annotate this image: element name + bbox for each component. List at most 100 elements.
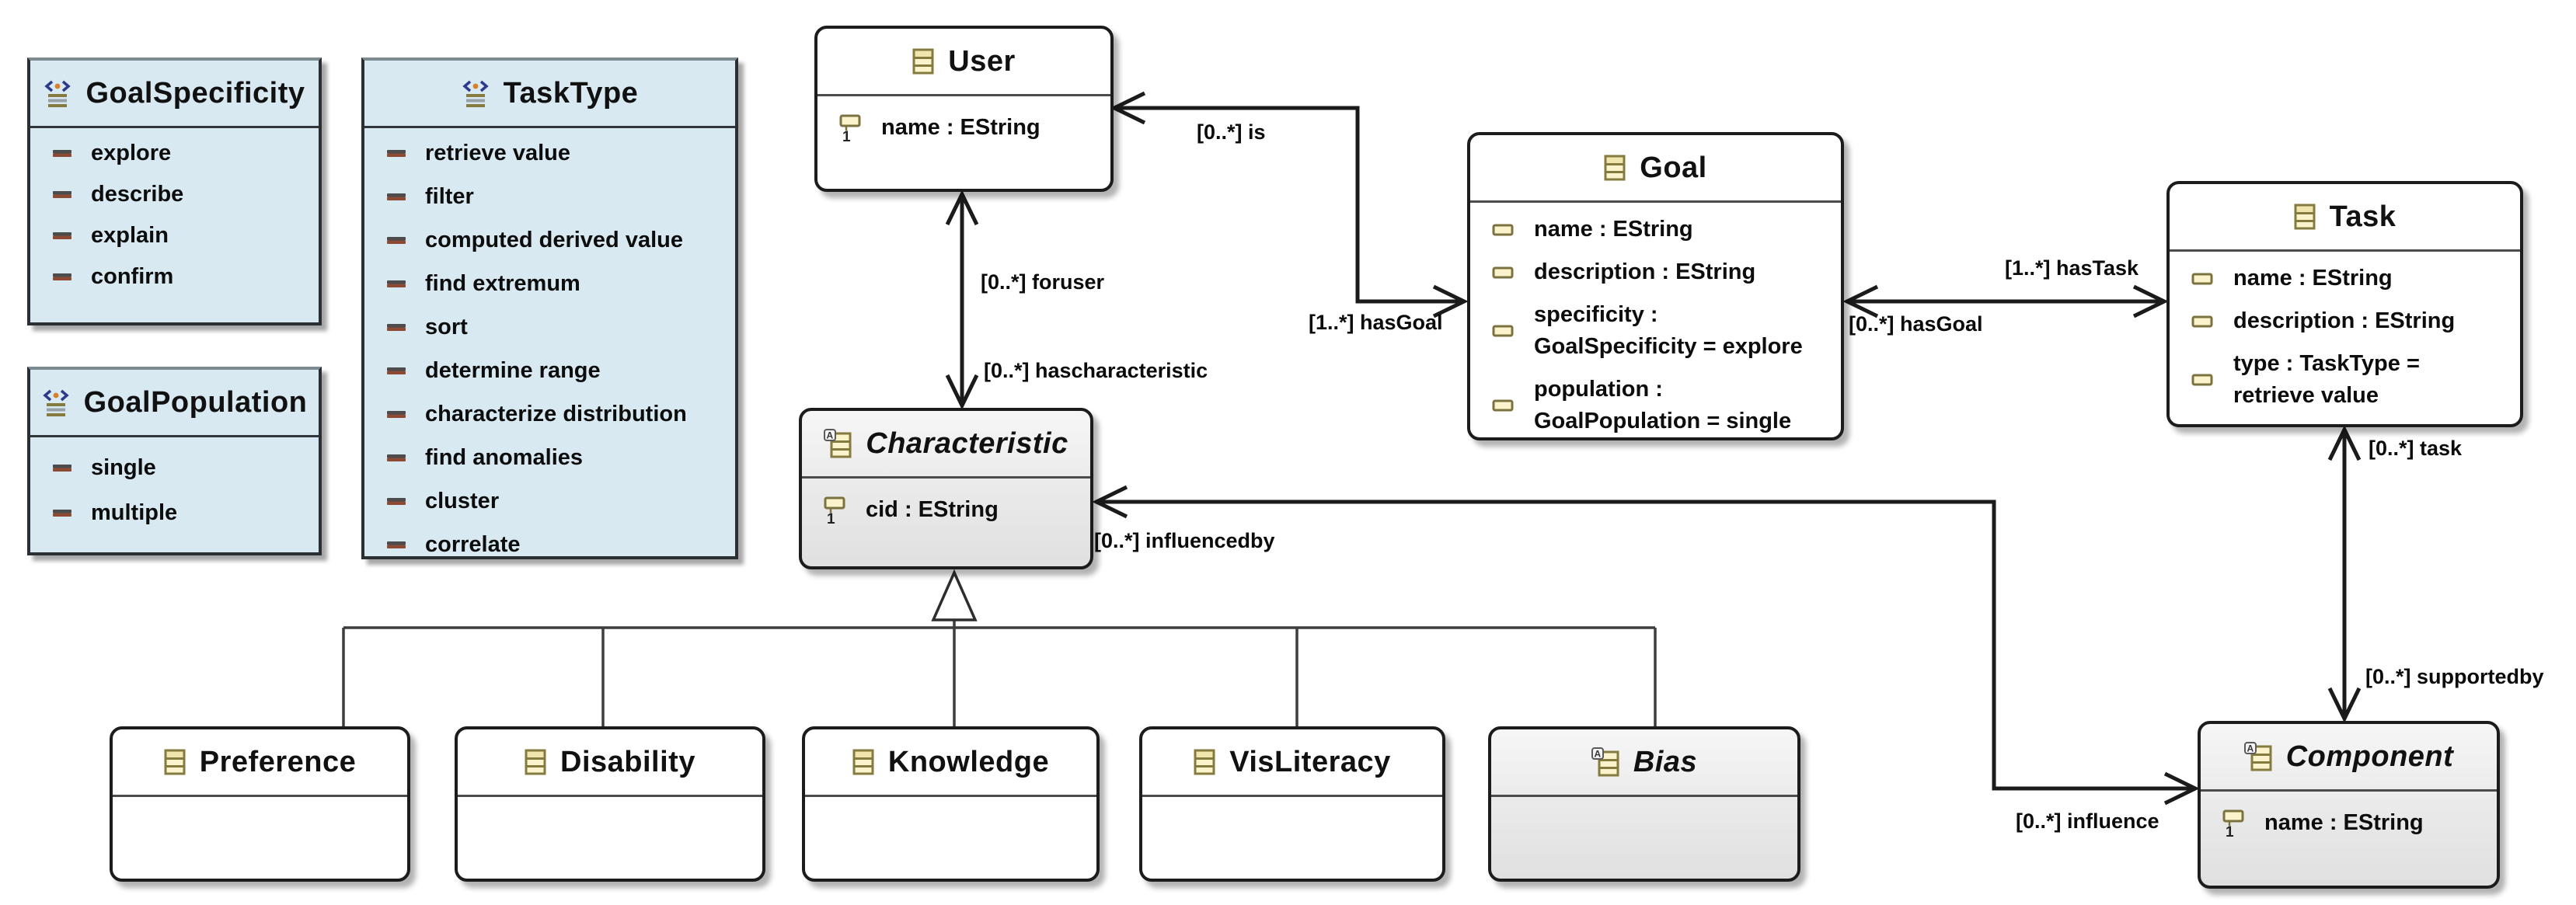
edge-label-hasgoal-goaltask[interactable]: [0..*] hasGoal	[1849, 312, 1983, 336]
enum-icon	[42, 388, 70, 416]
class-goal[interactable]: Goal name : EString description : EStrin…	[1467, 132, 1844, 440]
enum-literal-icon	[386, 454, 406, 462]
edge-label-influence[interactable]: [0..*] influence	[2016, 809, 2159, 833]
class-component[interactable]: Component name : EString	[2198, 721, 2500, 889]
edge-label-is[interactable]: [0..*] is	[1197, 120, 1266, 144]
enum-literal[interactable]: find extremum	[364, 262, 735, 305]
attribute-required-icon	[839, 114, 861, 142]
enum-literal[interactable]: explore	[30, 133, 319, 174]
enum-goalspecificity[interactable]: GoalSpecificity explore describe explain…	[27, 57, 322, 325]
enum-literal[interactable]: single	[30, 445, 319, 490]
enum-literal-icon	[52, 464, 72, 472]
attribute-label: name : EString	[2233, 266, 2393, 291]
attribute-label: description : EString	[2233, 308, 2456, 333]
attribute-row[interactable]: population : GoalPopulation = single	[1470, 374, 1841, 437]
enum-literal[interactable]: confirm	[30, 256, 319, 298]
class-disability[interactable]: Disability	[455, 726, 765, 882]
attribute-row[interactable]: name : EString	[1470, 214, 1841, 245]
enum-literal-icon	[386, 541, 406, 549]
enum-literal[interactable]: correlate	[364, 523, 735, 566]
enum-literal[interactable]: multiple	[30, 490, 319, 535]
edge-user-goal[interactable]	[1110, 91, 1469, 318]
enum-literal-label: retrieve value	[425, 140, 571, 165]
attribute-row[interactable]: name : EString	[817, 112, 1110, 144]
enum-literal-label: describe	[91, 182, 184, 207]
enum-literal-label: determine range	[425, 357, 601, 383]
enum-literal[interactable]: characterize distribution	[364, 392, 735, 436]
class-title: VisLiteracy	[1229, 745, 1391, 778]
enum-literal[interactable]: computed derived value	[364, 218, 735, 262]
class-bias[interactable]: Bias	[1488, 726, 1800, 882]
enum-literal[interactable]: filter	[364, 175, 735, 218]
class-icon	[852, 749, 874, 775]
class-icon	[1194, 749, 1215, 775]
class-characteristic[interactable]: Characteristic cid : EString	[799, 408, 1093, 569]
abstract-class-icon	[824, 429, 852, 458]
generalization-tree[interactable]	[342, 569, 1657, 726]
class-title: Preference	[199, 745, 357, 778]
attribute-label: name : EString	[2264, 810, 2424, 835]
enum-literal-icon	[386, 193, 406, 201]
enum-literal[interactable]: retrieve value	[364, 131, 735, 175]
class-title: Bias	[1633, 745, 1698, 778]
edge-label-supportedby[interactable]: [0..*] supportedby	[2365, 665, 2544, 688]
enum-literal-icon	[386, 149, 406, 158]
attribute-label: description : EString	[1534, 259, 1756, 284]
enum-literal[interactable]: explain	[30, 215, 319, 256]
edge-characteristic-component[interactable]	[1092, 485, 2200, 806]
attribute-row[interactable]: description : EString	[1470, 256, 1841, 288]
edge-task-component[interactable]	[2327, 425, 2362, 723]
attribute-icon	[1492, 399, 1514, 412]
enum-literal-icon	[386, 280, 406, 288]
attribute-row[interactable]: name : EString	[2170, 263, 2520, 294]
enum-literal[interactable]: sort	[364, 305, 735, 349]
attribute-row[interactable]: specificity : GoalSpecificity = explore	[1470, 299, 1841, 363]
enum-icon	[462, 79, 490, 107]
enum-tasktype[interactable]: TaskType retrieve value filter computed …	[361, 57, 738, 559]
class-task[interactable]: Task name : EString description : EStrin…	[2166, 181, 2523, 427]
attribute-row[interactable]: description : EString	[2170, 305, 2520, 337]
class-title: Component	[2285, 740, 2454, 773]
edge-label-foruser[interactable]: [0..*] foruser	[981, 270, 1105, 294]
class-preference[interactable]: Preference	[110, 726, 410, 882]
enum-goalspecificity-header: GoalSpecificity	[30, 61, 319, 128]
class-user-header: User	[817, 29, 1110, 96]
class-title: User	[948, 44, 1016, 78]
attribute-label: name : EString	[881, 115, 1041, 140]
attribute-label: population : GoalPopulation = single	[1534, 377, 1792, 433]
enum-literal[interactable]: describe	[30, 174, 319, 215]
edge-label-hasgoal-usergoal[interactable]: [1..*] hasGoal	[1309, 311, 1443, 334]
enum-literal[interactable]: find anomalies	[364, 436, 735, 479]
attribute-row[interactable]: type : TaskType = retrieve value	[2170, 348, 2520, 412]
class-preference-header: Preference	[113, 729, 407, 797]
enum-literal[interactable]: determine range	[364, 349, 735, 392]
edge-label-task[interactable]: [0..*] task	[2369, 437, 2463, 460]
class-user[interactable]: User name : EString	[814, 26, 1114, 192]
class-knowledge[interactable]: Knowledge	[802, 726, 1100, 882]
attribute-icon	[2191, 272, 2213, 286]
edge-label-hascharacteristic[interactable]: [0..*] hascharacteristic	[984, 359, 1208, 382]
attribute-icon	[1492, 324, 1514, 338]
edge-label-hastask[interactable]: [1..*] hasTask	[2005, 256, 2139, 280]
attribute-row[interactable]: cid : EString	[802, 494, 1090, 526]
enum-literal-icon	[386, 367, 406, 375]
class-task-header: Task	[2170, 184, 2520, 252]
enum-title: GoalSpecificity	[85, 76, 305, 110]
class-visliteracy-header: VisLiteracy	[1142, 729, 1442, 797]
enum-literals: retrieve value filter computed derived v…	[364, 128, 735, 566]
enum-literal[interactable]: cluster	[364, 479, 735, 523]
enum-goalpopulation[interactable]: GoalPopulation single multiple	[27, 367, 322, 555]
edge-label-influencedby[interactable]: [0..*] influencedby	[1094, 529, 1275, 552]
enum-literal-label: single	[91, 454, 156, 480]
enum-literal-label: filter	[425, 183, 474, 209]
edge-goal-task[interactable]	[1842, 284, 2169, 318]
enum-literals: explore describe explain confirm	[30, 128, 319, 298]
edge-user-characteristic[interactable]	[945, 190, 979, 410]
attribute-row[interactable]: name : EString	[2201, 807, 2497, 839]
enum-literal-label: multiple	[91, 499, 178, 525]
enum-literal-label: explain	[91, 223, 169, 248]
class-visliteracy[interactable]: VisLiteracy	[1139, 726, 1445, 882]
enum-literal-label: find anomalies	[425, 444, 584, 470]
enum-literal-label: characterize distribution	[425, 401, 687, 426]
